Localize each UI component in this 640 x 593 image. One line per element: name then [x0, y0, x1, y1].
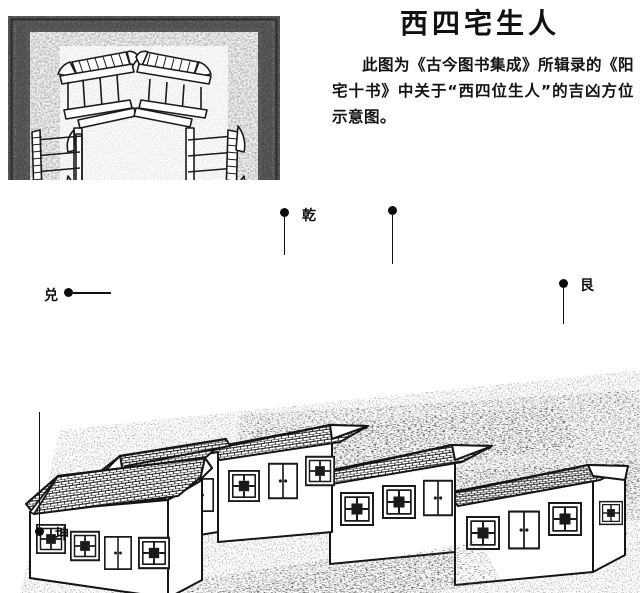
callout-leader-dui [73, 292, 111, 294]
callout-dot-dui [64, 288, 73, 297]
house-door [423, 479, 453, 517]
callout-label-kun: 坤 [55, 527, 70, 543]
lattice-window [228, 470, 260, 502]
callout-dot-kun [35, 527, 44, 536]
intro-paragraph: 此图为《古今图书集成》所辑录的《阳宅十书》中关于“西四位生人”的吉凶方位示意图。 [332, 56, 635, 126]
callout-leader-gen [562, 288, 565, 324]
inset-fence-right [185, 125, 246, 201]
lattice-window [548, 502, 582, 536]
lattice-window [599, 500, 623, 526]
house-kun [25, 456, 213, 593]
callout-leader-qian [283, 217, 286, 255]
house-door [268, 462, 298, 500]
house-door [104, 535, 132, 571]
callout-leader-kun [38, 412, 41, 528]
lattice-window [382, 485, 416, 519]
foreground-grass [215, 540, 500, 593]
callout-label-gen: 艮 [580, 278, 595, 294]
callout-dot-gen [559, 279, 568, 288]
lattice-window [138, 536, 170, 570]
page-title: 西四宅生人 [399, 7, 560, 40]
callout-leader-center [391, 215, 394, 264]
inset-center-beam [77, 107, 193, 129]
callout-dot-center [388, 206, 397, 215]
callout-label-dui: 兑 [44, 288, 59, 304]
xisizhai-houses-illustration [0, 180, 640, 593]
lattice-window [305, 455, 335, 487]
callout-label-qian: 乾 [302, 208, 317, 224]
house-door [508, 510, 540, 550]
lattice-window [70, 530, 100, 562]
callout-dot-qian [280, 208, 289, 217]
house-gen [447, 463, 629, 586]
lattice-window [340, 492, 374, 526]
inset-pavilion-right [135, 50, 212, 119]
